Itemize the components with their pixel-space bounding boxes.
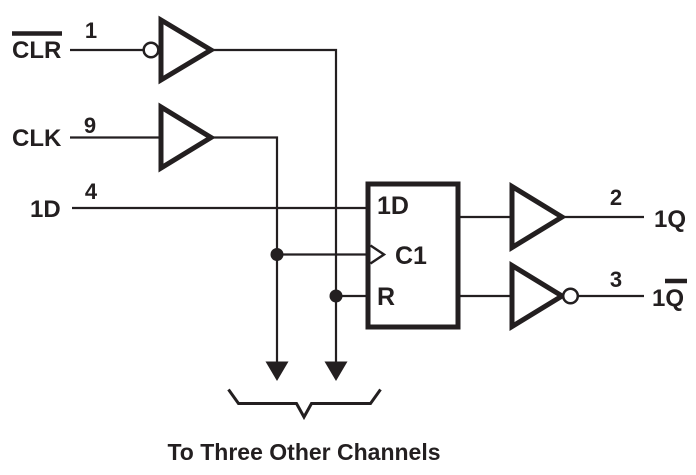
data-input-channel: 1D 4 (30, 179, 367, 223)
clr-down-arrowhead-icon (324, 361, 348, 381)
q-output-label: 1Q (654, 206, 686, 233)
clock-wedge-icon (369, 244, 387, 265)
qbar-buffer-icon (509, 261, 567, 331)
clk-input-label: CLK (12, 125, 62, 152)
qbar-pin-number: 3 (610, 267, 622, 292)
flipflop-clock-label: C1 (395, 242, 427, 270)
clk-down-arrowhead-icon (265, 361, 289, 381)
clr-input-label: CLR (12, 37, 61, 64)
q-buffer-icon (509, 182, 567, 252)
q-pin-number: 2 (610, 185, 622, 210)
qbar-output-label: 1Q (652, 285, 684, 312)
q-output-channel: 2 1Q (458, 182, 686, 252)
clk-input-channel: CLK 9 (12, 102, 279, 363)
clk-routing-wire (211, 136, 279, 363)
clr-junction-dot (329, 289, 343, 303)
clr-buffer-icon (158, 15, 216, 85)
data-pin-number: 4 (85, 179, 98, 204)
qbar-inverter-bubble-icon (561, 287, 580, 305)
qbar-output-channel: 3 1Q (458, 261, 687, 331)
clk-pin-number: 9 (84, 113, 96, 138)
clr-pin-number: 1 (85, 18, 97, 43)
caption: To Three Other Channels (167, 439, 440, 465)
data-input-label: 1D (30, 196, 61, 223)
flipflop-reset-label: R (377, 283, 395, 311)
clr-inverter-bubble-icon (142, 41, 160, 59)
clk-junction-dot (270, 248, 284, 261)
clr-input-channel: CLR 1 (12, 15, 338, 363)
clr-routing-wire (211, 48, 338, 363)
flipflop-d-label: 1D (377, 192, 409, 220)
branch-wires (270, 248, 367, 303)
flipflop-box: 1D C1 R (365, 181, 461, 330)
clk-buffer-icon (158, 102, 216, 173)
brace (227, 388, 382, 421)
other-channel-arrows: To Three Other Channels (167, 361, 441, 465)
